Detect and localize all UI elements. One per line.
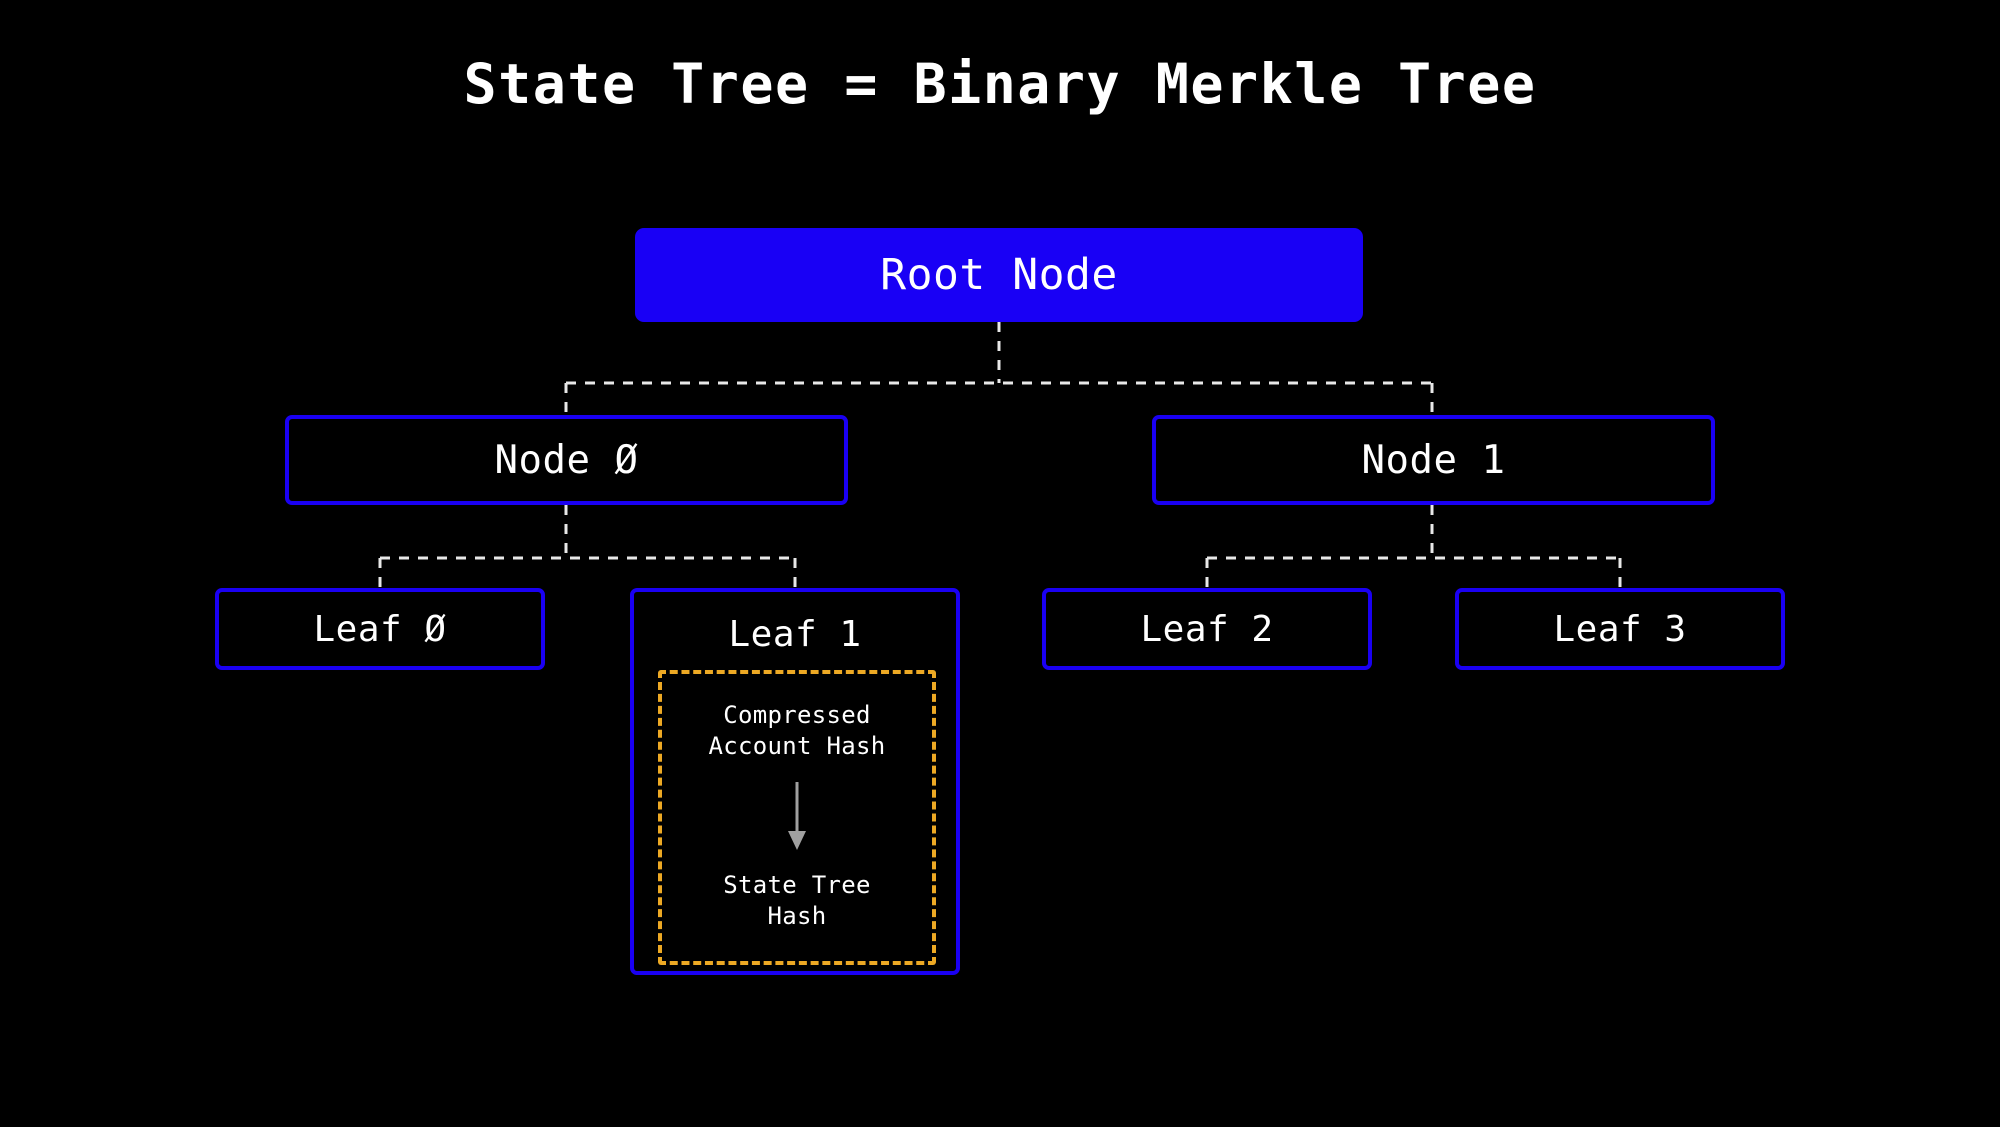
node-level1-1[interactable]: Node 1 bbox=[1152, 415, 1715, 505]
down-arrow-icon bbox=[788, 782, 806, 850]
target-hash-label-line1: State Tree bbox=[723, 871, 871, 899]
node-leaf-2-label: Leaf 2 bbox=[1140, 608, 1274, 650]
target-hash-label-line2: Hash bbox=[767, 902, 827, 930]
node-root[interactable]: Root Node bbox=[635, 228, 1363, 322]
node-root-label: Root Node bbox=[880, 250, 1118, 300]
node-leaf-2[interactable]: Leaf 2 bbox=[1042, 588, 1372, 670]
node-level1-1-label: Node 1 bbox=[1361, 437, 1506, 483]
node-leaf-0-label: Leaf Ø bbox=[313, 608, 447, 650]
compressed-account-hash-detail: Compressed Account Hash State Tree Hash bbox=[658, 670, 936, 965]
node-level1-0-label: Node Ø bbox=[494, 437, 639, 483]
node-level1-0[interactable]: Node Ø bbox=[285, 415, 848, 505]
node-leaf-1-label: Leaf 1 bbox=[728, 614, 862, 655]
source-hash-label-line2: Account Hash bbox=[708, 732, 886, 760]
page-title: State Tree = Binary Merkle Tree bbox=[463, 52, 1537, 116]
node-leaf-1[interactable]: Leaf 1 Compressed Account Hash State Tre… bbox=[630, 588, 960, 975]
node-leaf-0[interactable]: Leaf Ø bbox=[215, 588, 545, 670]
source-hash-label-line1: Compressed bbox=[723, 701, 871, 729]
node-leaf-3[interactable]: Leaf 3 bbox=[1455, 588, 1785, 670]
node-leaf-3-label: Leaf 3 bbox=[1553, 608, 1687, 650]
